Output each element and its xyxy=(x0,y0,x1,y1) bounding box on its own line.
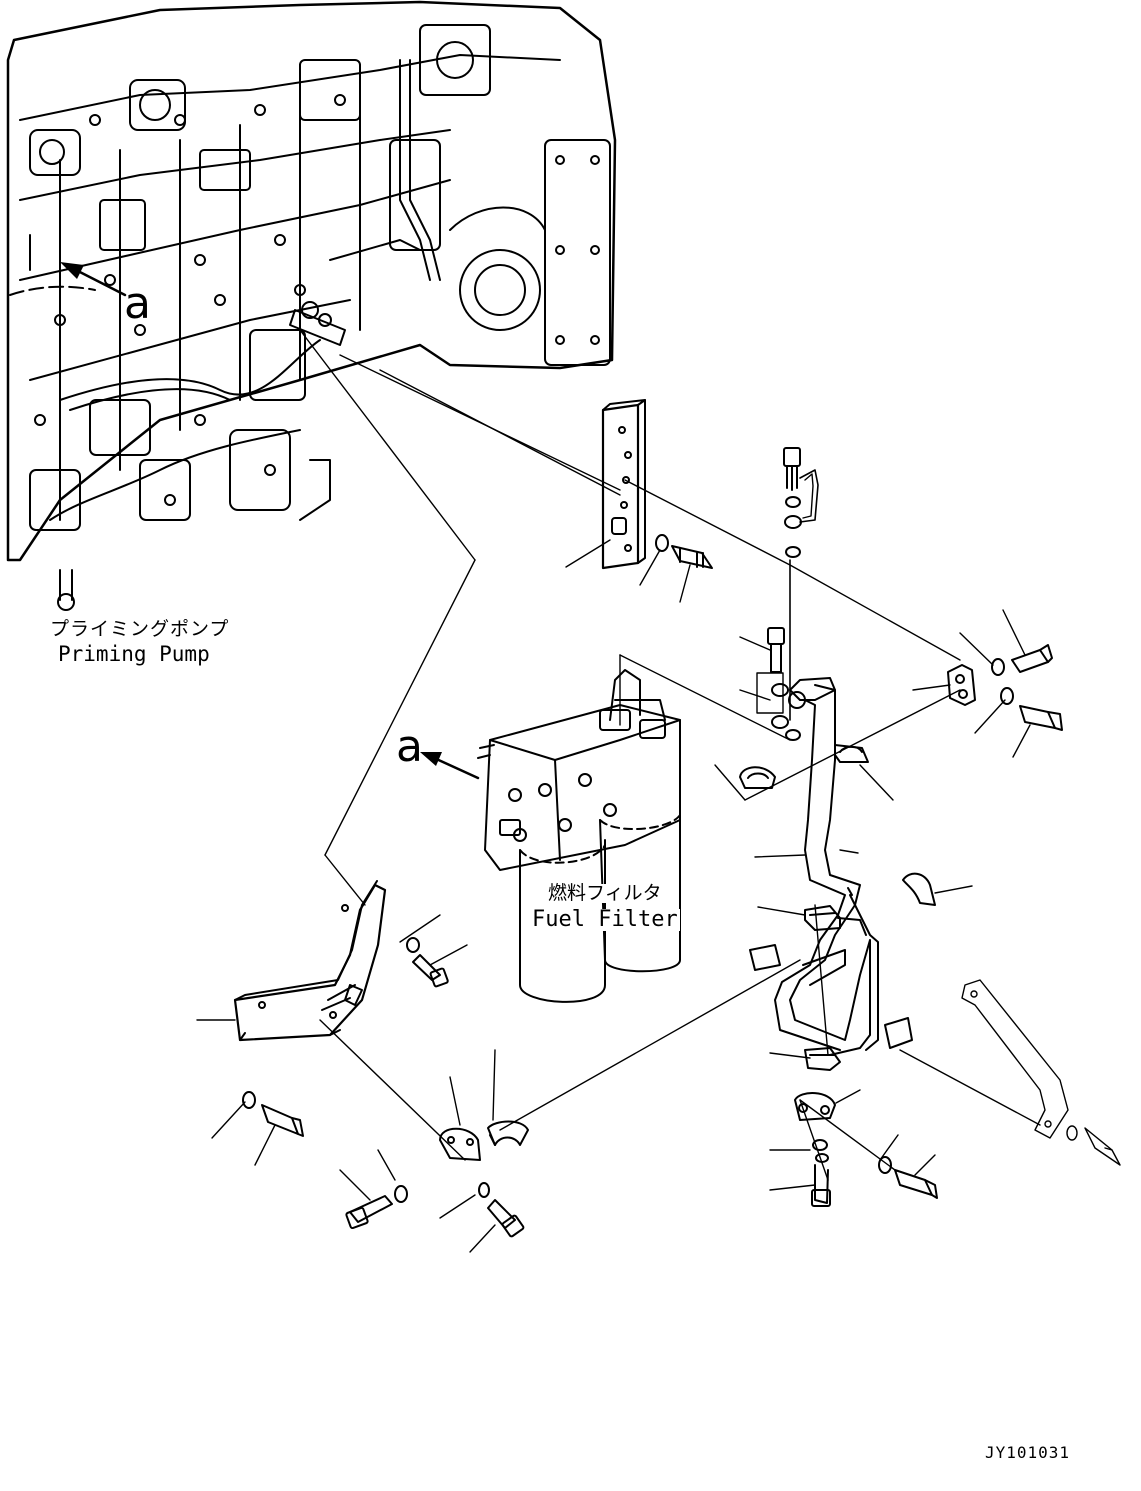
clamp-pair-lower xyxy=(439,1120,529,1161)
bolts-lower-right xyxy=(811,1139,938,1207)
engine-block xyxy=(6,0,617,611)
support-bracket-left xyxy=(233,880,387,1042)
washer-bolt-plate xyxy=(655,534,713,569)
pipe-clamps xyxy=(739,744,936,1121)
banjo-bolt xyxy=(756,627,801,741)
drawing-number: JY101031 xyxy=(985,1443,1071,1462)
leader-lines xyxy=(196,329,1041,1253)
bolt-stack-top xyxy=(783,447,819,558)
fuel-filter-label-en: Fuel Filter xyxy=(530,907,680,932)
view-arrow-a-filter xyxy=(420,752,480,780)
view-callout-a-engine: a xyxy=(124,278,151,329)
view-arrow-a-engine xyxy=(60,262,127,297)
view-callout-a-filter: a xyxy=(396,721,423,772)
fuel-filter-assembly xyxy=(477,669,681,1003)
ghost-bracket xyxy=(961,979,1121,1166)
washers-bolts-right xyxy=(991,644,1063,731)
washer-bolt-bracket xyxy=(406,937,449,988)
mounting-plate xyxy=(601,399,646,570)
priming-pump-label-jp: プライミングポンプ xyxy=(50,618,230,640)
fitting-plate-right xyxy=(947,664,976,706)
fuel-pipe-assembly xyxy=(774,677,879,1056)
fuel-filter-label-jp: 燃料フィルタ xyxy=(546,882,664,904)
priming-pump-label-en: Priming Pump xyxy=(58,642,210,666)
bolts-bracket-lower xyxy=(242,1091,525,1238)
